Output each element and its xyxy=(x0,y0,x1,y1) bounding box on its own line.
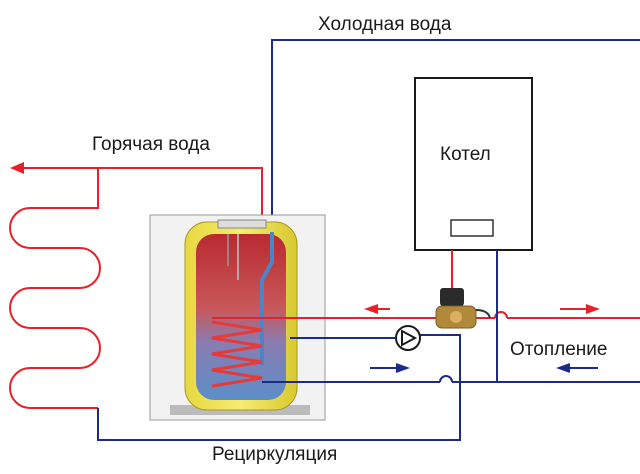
boiler-label: Котел xyxy=(440,144,491,165)
boiler xyxy=(414,77,533,251)
coil-return-pipe xyxy=(262,337,640,383)
recirculation-label: Рециркуляция xyxy=(212,444,337,465)
hot-water-label: Горячая вода xyxy=(92,134,210,155)
three-way-valve-icon xyxy=(435,288,491,329)
pump-icon xyxy=(395,325,421,351)
boiler-display xyxy=(450,219,494,237)
hot-water-arrow-icon xyxy=(10,162,24,174)
cold-water-pipe xyxy=(271,39,640,300)
boiler-supply-pipe xyxy=(451,250,640,319)
hot-water-pipe xyxy=(10,162,263,225)
heating-label: Отопление xyxy=(510,339,607,360)
heat-exchanger-coil xyxy=(211,320,263,388)
cold-water-label: Холодная вода xyxy=(318,14,452,35)
recirculation-pipe xyxy=(97,334,461,441)
flow-arrow-icon xyxy=(364,304,600,373)
radiator-coil xyxy=(9,168,101,409)
